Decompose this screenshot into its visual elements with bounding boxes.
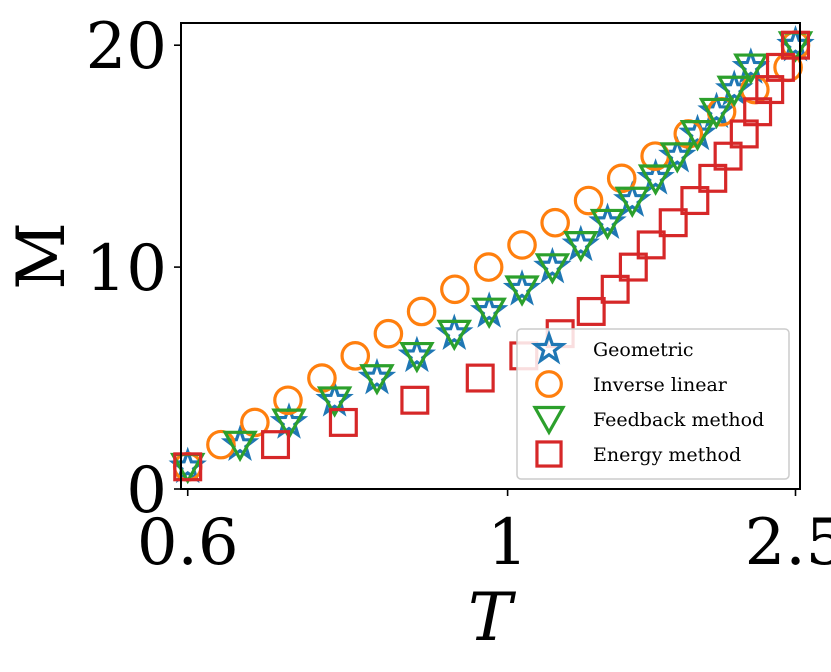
energy-method-point [698,163,728,193]
energy-method-point [658,208,688,238]
legend-marker [532,405,566,436]
legend-box [516,328,790,480]
inverse-linear-point [507,230,537,260]
feedback-method-point [504,275,540,307]
energy-method-point [636,230,666,260]
legend-label: Geometric [593,339,694,361]
legend-label: Inverse linear [593,374,728,396]
feedback-method-point [359,364,395,396]
x-tick-label: 1 [487,506,528,580]
energy-method-point [576,296,606,326]
feedback-method-point [659,142,696,174]
inverse-linear-point [273,385,303,416]
x-axis-label: T [468,579,517,656]
axis-ticks: 0.6 1 2.5 0 10 20 [86,10,831,580]
feedback-method-point [698,97,735,130]
energy-method-point [680,186,710,216]
inverse-linear-point [573,185,604,216]
feedback-method-point [316,386,353,418]
inverse-linear-point [373,318,404,349]
energy-method-point [465,363,495,393]
feedback-method-point [471,297,507,329]
y-axis-label: M [3,222,80,290]
energy-method-point [755,75,785,105]
feedback-method-point [222,430,258,463]
y-tick-label: 20 [86,10,167,84]
legend-marker [530,329,568,365]
feedback-method-point [716,75,752,108]
feedback-method-point [614,186,651,219]
plot-frame [180,22,801,490]
legend-marker [535,370,563,398]
inverse-linear-point [406,296,437,327]
inverse-linear-point [606,163,637,194]
legend-marker [535,440,563,468]
energy-method-point [618,252,648,282]
energy-method-point [713,141,743,171]
legend-label: Energy method [593,444,741,466]
legend-label: Feedback method [593,409,764,431]
feedback-method-point [563,231,599,263]
x-tick-label: 0.6 [137,506,239,580]
feedback-method-point [733,53,769,85]
feedback-method-point [637,164,674,196]
feedback-method-point [271,408,307,440]
feedback-method-point [679,120,716,152]
energy-method-point [400,385,430,415]
energy-method-point [600,274,630,304]
y-tick-label: 0 [126,454,167,528]
feedback-method-point [589,208,626,241]
inverse-linear-point [473,252,504,282]
inverse-linear-point [340,341,371,371]
energy-method-point [765,52,795,82]
energy-method-point [328,407,358,437]
y-tick-label: 10 [86,232,167,306]
feedback-method-point [399,341,435,374]
x-tick-label: 2.5 [745,506,831,580]
feedback-method-point [436,319,473,352]
energy-method-point [261,430,291,460]
energy-method-point [781,30,811,60]
energy-method-point [173,452,203,482]
inverse-linear-point [540,207,570,238]
inverse-linear-point [440,274,470,305]
inverse-linear-point [206,429,236,460]
feedback-method-point [534,253,571,285]
